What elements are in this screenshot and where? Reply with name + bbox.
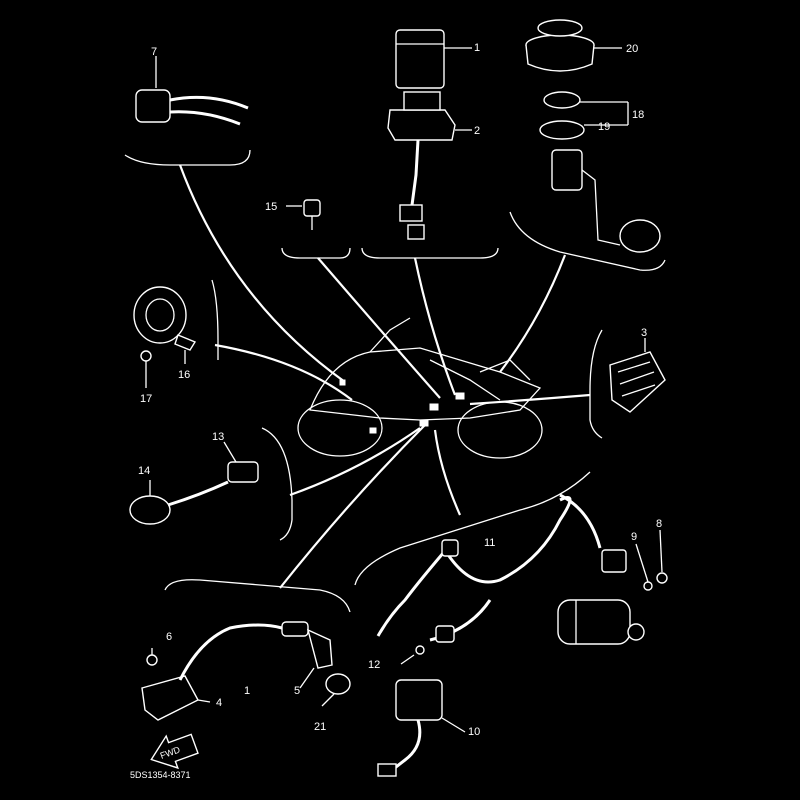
callout-13: 13: [212, 431, 224, 443]
part-switch-7: [135, 56, 249, 126]
callout-18: 18: [632, 109, 644, 121]
callout-17: 17: [140, 393, 152, 405]
callout-6: 6: [166, 631, 172, 643]
callout-11: 11: [484, 537, 495, 549]
part-relay-unit: [387, 29, 472, 240]
callout-3: 3: [641, 327, 647, 339]
callout-20: 20: [626, 43, 638, 55]
group-brackets: [124, 149, 666, 613]
drawing-code: 5DS1354-8371: [130, 770, 191, 780]
callout-16: 16: [178, 369, 190, 381]
part-starter-motor: [557, 529, 668, 645]
callout-9: 9: [631, 531, 637, 543]
part-fuel-sender: [525, 19, 661, 253]
part-horn: [133, 286, 197, 388]
part-rectifier: [609, 338, 666, 413]
callout-8: 8: [656, 518, 662, 530]
leader-lines: [178, 164, 591, 589]
callout-2: 2: [474, 125, 480, 137]
callout-12: 12: [368, 659, 380, 671]
callout-7: 7: [151, 46, 157, 58]
callout-numbers: 1 2 3 4 5 6 7 8 9 10 11 12 13 14 15 16 1…: [138, 42, 662, 738]
callout-14: 14: [138, 465, 150, 477]
part-sensor: [129, 441, 259, 525]
callout-1: 1: [474, 42, 480, 54]
callout-4: 4: [216, 697, 222, 709]
callout-10: 10: [468, 726, 480, 738]
callout-19: 19: [598, 121, 610, 133]
callout-5: 5: [294, 685, 300, 697]
forward-arrow-icon: FWD: [150, 733, 199, 770]
callout-1-secondary: 1: [244, 685, 250, 697]
callout-21: 21: [314, 721, 326, 733]
callout-15: 15: [265, 201, 277, 213]
part-wire-harness: [376, 493, 627, 777]
part-ignition-coil: [141, 621, 351, 721]
part-switch-15: [286, 199, 321, 230]
